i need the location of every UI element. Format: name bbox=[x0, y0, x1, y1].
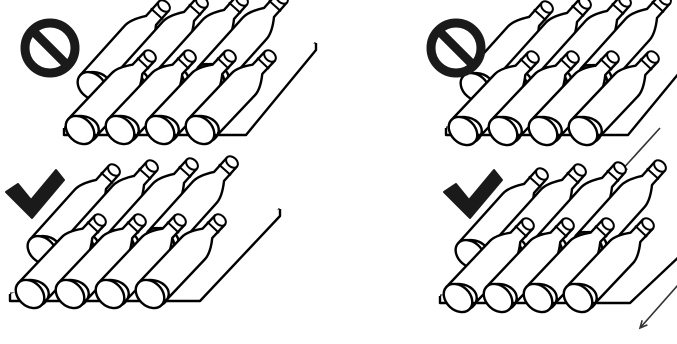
prohibited-icon bbox=[431, 23, 481, 73]
arrow-shaft bbox=[640, 285, 677, 328]
panel-top-right bbox=[431, 0, 677, 172]
panel-top-left bbox=[25, 0, 316, 150]
panel-bottom-left bbox=[6, 154, 280, 314]
prohibited-icon bbox=[25, 23, 75, 73]
prohibited-slash bbox=[33, 31, 67, 65]
panel-bottom-right bbox=[438, 158, 677, 328]
prohibited-slash bbox=[439, 31, 473, 65]
slide-out-arrow bbox=[640, 285, 677, 328]
